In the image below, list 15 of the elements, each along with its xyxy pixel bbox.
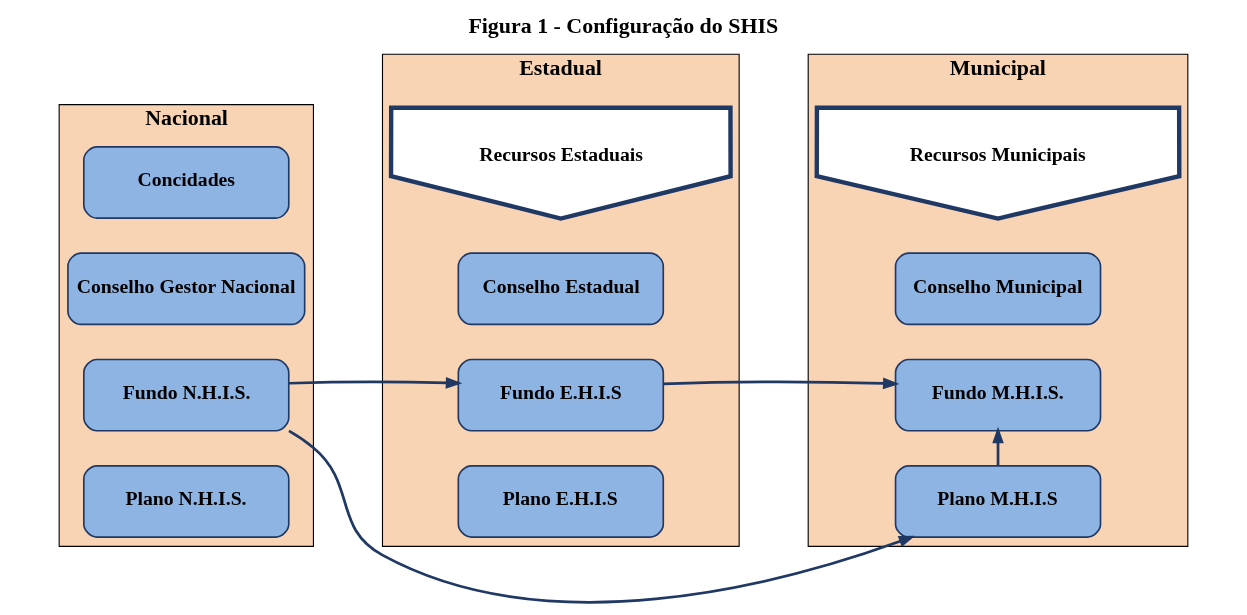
node-box: Plano E.H.I.S (457, 465, 665, 538)
arrow (663, 377, 900, 390)
node-box: Conselho Municipal (894, 252, 1102, 326)
node-box: Fundo M.H.I.S. (894, 358, 1102, 432)
arrow (992, 426, 1004, 466)
diagram-title: Figura 1 - Configuração do SHIS (468, 13, 779, 39)
node-box: Conselho Estadual (457, 252, 665, 326)
arrow (288, 429, 916, 604)
node-box: Conselho Gestor Nacional (67, 252, 306, 326)
node-box: Fundo N.H.I.S. (83, 358, 290, 432)
node-box: Concidades (83, 146, 290, 219)
node-box: Plano N.H.I.S. (83, 465, 290, 538)
node-box: Plano M.H.I.S (894, 465, 1102, 538)
node-box: Fundo E.H.I.S (457, 358, 665, 432)
arrow (289, 377, 463, 389)
